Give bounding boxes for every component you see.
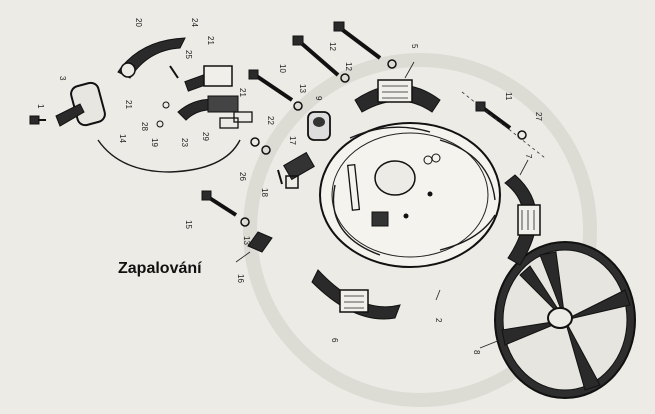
clip-16 [247,231,273,253]
part-label: 26 [238,172,247,181]
pole-shoe-7 [504,174,541,266]
part-label: 17 [288,136,297,145]
capacitor [55,81,241,173]
part-label: 21 [206,36,215,45]
pin-18 [277,169,283,185]
part-label: 10 [278,64,287,73]
bolt-11 [475,101,527,140]
cam-9 [307,111,331,141]
leader-lines [235,61,529,349]
part-label: 15 [184,220,193,229]
washer-22b [261,145,271,155]
part-label: 1 [36,104,45,109]
pole-shoe-5 [354,79,441,113]
bolt-10 [248,69,303,111]
part-label: 12 [328,42,337,51]
part-label: 24 [190,18,199,27]
part-label: 2 [434,318,443,323]
part-label: 12 [344,62,353,71]
connector-17 [283,151,315,189]
part-label: 27 [534,112,543,121]
part-label: 8 [472,350,481,355]
part-label: 29 [201,132,210,141]
washer-22 [250,137,260,147]
part-label: 13 [242,236,251,245]
breaker-parts [156,65,253,129]
screw-1 [29,115,46,125]
part-label: 11 [504,92,513,101]
stator-plate [319,122,501,268]
bolt-12b [292,35,340,77]
bolt-12a [333,21,382,60]
part-label: 21 [124,100,133,109]
background-ghost [243,53,597,407]
flywheel [494,241,636,399]
part-label: 7 [524,154,533,159]
part-label: 28 [140,122,149,131]
part-label: 13 [298,84,307,93]
washer-12 [340,73,350,83]
pole-shoe-6 [311,269,401,320]
part-label: 22 [266,116,275,125]
part-label: 25 [184,50,193,59]
part-label: 3 [58,76,67,81]
part-label: 16 [236,274,245,283]
part-label: 20 [134,18,143,27]
washer-12b [387,59,397,69]
part-label: 21 [238,88,247,97]
part-label: 5 [410,44,419,49]
part-number-labels: 1 3 14 20 24 25 21 21 28 19 23 29 21 10 … [36,18,543,355]
part-label: 19 [150,138,159,147]
part-label: 6 [330,338,339,343]
part-label: 23 [180,138,189,147]
bolt-15 [201,190,250,227]
part-label: 14 [118,134,127,143]
diagram-title: Zapalování [118,260,202,277]
part-label: 18 [260,188,269,197]
breaker-arm-20 [117,37,186,79]
part-label: 9 [314,96,323,101]
